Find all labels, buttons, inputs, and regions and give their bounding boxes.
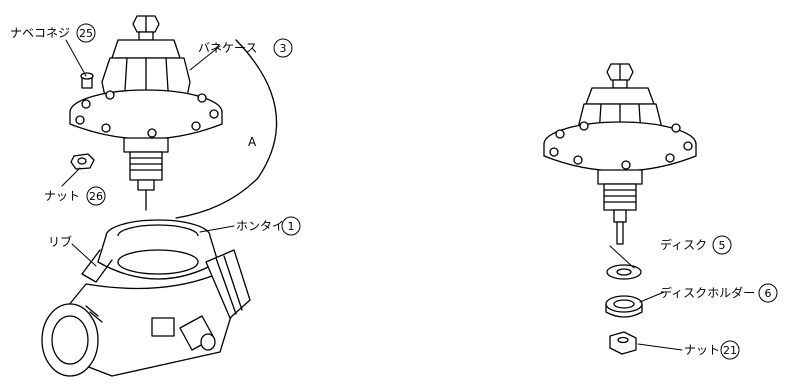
number-circle xyxy=(86,186,106,206)
left-valve-body xyxy=(41,219,251,377)
label-disc-num: 5 xyxy=(719,239,726,252)
left-nut-part xyxy=(70,153,95,170)
label-arc-a: A xyxy=(248,135,257,149)
label-disc-holder-text: ディスクホルダー xyxy=(660,285,755,300)
label-nut-right-text: ナット xyxy=(684,343,720,357)
label-body-text: ホンタイ xyxy=(236,219,284,233)
label-screw-num: 25 xyxy=(79,27,93,40)
label-body-num: 1 xyxy=(288,220,295,233)
number-circle xyxy=(720,340,740,360)
leader-lines xyxy=(61,39,683,351)
number-circle xyxy=(273,38,293,58)
disc-part xyxy=(606,264,642,280)
label-spring-case-text: バネケース xyxy=(198,41,257,55)
label-spring-case: バネケース 3 xyxy=(198,38,293,58)
disc-holder-part xyxy=(605,295,643,318)
screw-part xyxy=(80,72,94,89)
arc-a-text: A xyxy=(248,135,257,149)
arc-a-line xyxy=(175,39,278,219)
label-disc-text: ディスク xyxy=(660,237,707,252)
number-circle xyxy=(712,235,732,255)
label-disc: ディスク 5 xyxy=(660,235,732,255)
label-body: ホンタイ 1 xyxy=(236,216,301,236)
label-nut-right: ナット 21 xyxy=(684,340,740,360)
label-nut-right-num: 21 xyxy=(723,344,737,357)
label-disc-holder-num: 6 xyxy=(765,287,772,300)
right-spring-case-assembly xyxy=(543,63,697,245)
number-circle xyxy=(76,23,96,43)
label-spring-case-num: 3 xyxy=(280,42,287,55)
label-disc-holder: ディスクホルダー 6 xyxy=(660,283,778,303)
label-screw: ナベコネジ 25 xyxy=(10,23,96,43)
label-rib-text: リブ xyxy=(48,234,72,249)
label-nut-left-text: ナット xyxy=(44,189,80,203)
label-rib: リブ xyxy=(48,234,72,249)
number-circle xyxy=(758,283,778,303)
label-nut-left: ナット 26 xyxy=(44,186,106,206)
right-nut-part xyxy=(609,331,637,355)
label-nut-left-num: 26 xyxy=(89,190,103,203)
label-screw-text: ナベコネジ xyxy=(10,26,70,40)
number-circle xyxy=(281,216,301,236)
left-spring-case-assembly xyxy=(69,15,223,211)
